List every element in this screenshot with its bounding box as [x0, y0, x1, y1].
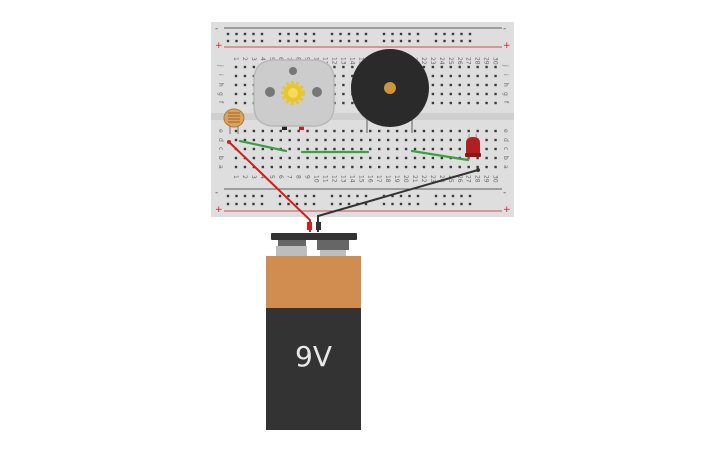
row-letter: i — [217, 74, 224, 76]
column-number: 6 — [277, 57, 284, 61]
row-letter: e — [502, 129, 509, 133]
row-letter: h — [502, 83, 509, 87]
column-number: 19 — [393, 175, 400, 183]
row-letter: b — [217, 156, 224, 160]
row-letter: j — [502, 64, 509, 67]
rail-plus-top-left: + — [215, 41, 223, 51]
column-number: 2 — [241, 57, 248, 61]
column-number: 7 — [286, 57, 293, 61]
column-number: 8 — [295, 57, 302, 61]
column-number: 18 — [384, 175, 391, 183]
column-number: 30 — [492, 57, 499, 65]
column-number: 28 — [474, 175, 481, 183]
battery-label: 9V — [295, 340, 332, 373]
column-number: 23 — [429, 57, 436, 65]
row-letter: f — [217, 101, 224, 104]
column-number: 1 — [232, 175, 239, 179]
column-number: 10 — [313, 175, 320, 183]
piezo-buzzer[interactable] — [351, 49, 429, 133]
column-number: 15 — [357, 57, 364, 65]
column-number: 23 — [429, 175, 436, 183]
row-letter: g — [217, 92, 224, 96]
photoresistor[interactable] — [223, 108, 245, 134]
column-number: 27 — [465, 57, 472, 65]
column-number: 12 — [330, 57, 337, 65]
row-letter: j — [217, 64, 224, 67]
column-number: 11 — [322, 57, 329, 65]
rail-minus-bottom-left: - — [215, 188, 218, 198]
column-number: 26 — [456, 57, 463, 65]
column-number: 15 — [357, 175, 364, 183]
column-number: 4 — [259, 57, 266, 61]
column-number: 4 — [259, 175, 266, 179]
column-number: 14 — [348, 175, 355, 183]
column-number: 9 — [304, 175, 311, 179]
rail-plus-bottom-right: + — [503, 205, 511, 215]
column-number: 16 — [366, 175, 373, 183]
column-number: 25 — [447, 57, 454, 65]
row-letter: d — [502, 138, 509, 142]
column-number: 8 — [295, 175, 302, 179]
rail-plus-top-right: + — [503, 41, 511, 51]
column-number: 22 — [420, 57, 427, 65]
column-number: 28 — [474, 57, 481, 65]
row-letter: d — [217, 138, 224, 142]
column-number: 24 — [438, 57, 445, 65]
column-number: 13 — [339, 57, 346, 65]
battery-9v[interactable] — [266, 233, 361, 430]
column-number: 13 — [339, 175, 346, 183]
rail-plus-bottom-left: + — [215, 205, 223, 215]
green-wire-3[interactable] — [410, 149, 470, 162]
column-number: 14 — [348, 57, 355, 65]
column-number: 29 — [483, 175, 490, 183]
column-number: 3 — [250, 57, 257, 61]
column-number: 7 — [286, 175, 293, 179]
led[interactable] — [465, 133, 481, 160]
column-number: 5 — [268, 57, 275, 61]
column-number: 22 — [420, 175, 427, 183]
column-number: 30 — [492, 175, 499, 183]
row-letter: g — [502, 92, 509, 96]
column-number: 21 — [411, 175, 418, 183]
column-number: 11 — [322, 175, 329, 183]
column-number: 2 — [241, 175, 248, 179]
row-letter: c — [502, 147, 509, 150]
dc-motor[interactable] — [253, 59, 335, 130]
column-number: 27 — [465, 175, 472, 183]
column-number: 12 — [330, 175, 337, 183]
column-number: 9 — [304, 57, 311, 61]
column-number: 5 — [268, 175, 275, 179]
row-letter: a — [502, 165, 509, 169]
column-number: 20 — [402, 175, 409, 183]
column-number: 17 — [375, 175, 382, 183]
row-letter: a — [217, 165, 224, 169]
column-number: 1 — [232, 57, 239, 61]
row-letter: e — [217, 129, 224, 133]
rail-minus-top-right: - — [503, 24, 506, 34]
rail-minus-top-left: - — [215, 24, 218, 34]
row-letter: b — [502, 156, 509, 160]
column-number: 24 — [438, 175, 445, 183]
column-number: 29 — [483, 57, 490, 65]
rail-minus-bottom-right: - — [503, 188, 506, 198]
column-number: 6 — [277, 175, 284, 179]
column-number: 3 — [250, 175, 257, 179]
green-wire-1[interactable] — [238, 139, 288, 153]
row-letter: i — [502, 74, 509, 76]
row-letter: c — [217, 147, 224, 150]
row-letter: f — [502, 101, 509, 104]
column-number: 26 — [456, 175, 463, 183]
row-letter: h — [217, 83, 224, 87]
